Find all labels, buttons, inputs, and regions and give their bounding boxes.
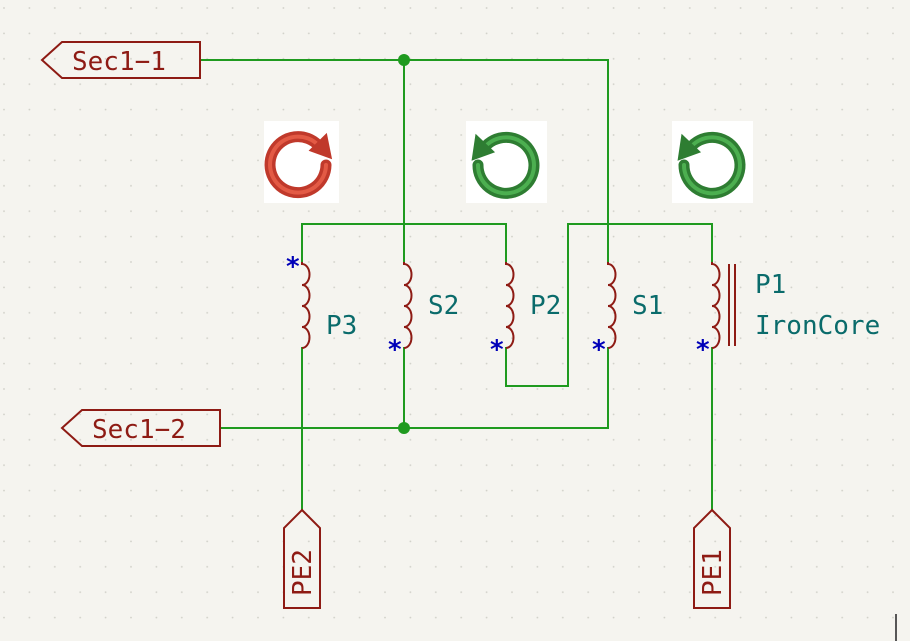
- ref-p2: P2: [530, 291, 561, 321]
- global-label-pe1[interactable]: [693, 508, 731, 609]
- polarity-mark-p1: *: [695, 335, 711, 365]
- iron-core-lines: [728, 264, 736, 346]
- global-label-pe2[interactable]: [283, 508, 321, 609]
- inductor-s2[interactable]: [403, 262, 413, 349]
- junction-bottom: [398, 422, 410, 434]
- value-p1: IronCore: [755, 311, 880, 341]
- ref-s2: S2: [428, 291, 459, 321]
- polarity-mark-p2: *: [489, 335, 505, 365]
- inductor-p3[interactable]: [301, 262, 311, 349]
- polarity-mark-s2: *: [387, 335, 403, 365]
- clockwise-arrow-icon: [264, 121, 339, 203]
- global-label-text-pe2: PE2: [288, 549, 318, 596]
- global-label-sec1-2[interactable]: [60, 409, 221, 447]
- counterclockwise-arrow-icon: [672, 121, 753, 203]
- wire-p1-top[interactable]: [505, 223, 713, 387]
- global-label-text-sec1-2: Sec1−2: [92, 415, 186, 445]
- ref-p1: P1: [755, 270, 786, 300]
- junction-top: [398, 54, 410, 66]
- wire-sec1-1[interactable]: [200, 59, 609, 262]
- wire-p3-p2-top[interactable]: [301, 223, 507, 262]
- polarity-mark-s1: *: [591, 335, 607, 365]
- global-label-text-pe1: PE1: [698, 549, 728, 596]
- wires: [200, 59, 713, 510]
- counterclockwise-arrow-icon: [466, 121, 547, 203]
- ref-p3: P3: [326, 311, 357, 341]
- inductor-p2[interactable]: [505, 262, 515, 349]
- wire-sec1-2[interactable]: [220, 347, 609, 429]
- polarity-mark-p3: *: [285, 252, 301, 282]
- ref-s1: S1: [632, 291, 663, 321]
- inductor-s1[interactable]: [607, 262, 617, 349]
- global-label-text-sec1-1: Sec1−1: [72, 47, 166, 77]
- inductor-p1[interactable]: [711, 262, 721, 349]
- global-label-sec1-1[interactable]: [40, 41, 201, 79]
